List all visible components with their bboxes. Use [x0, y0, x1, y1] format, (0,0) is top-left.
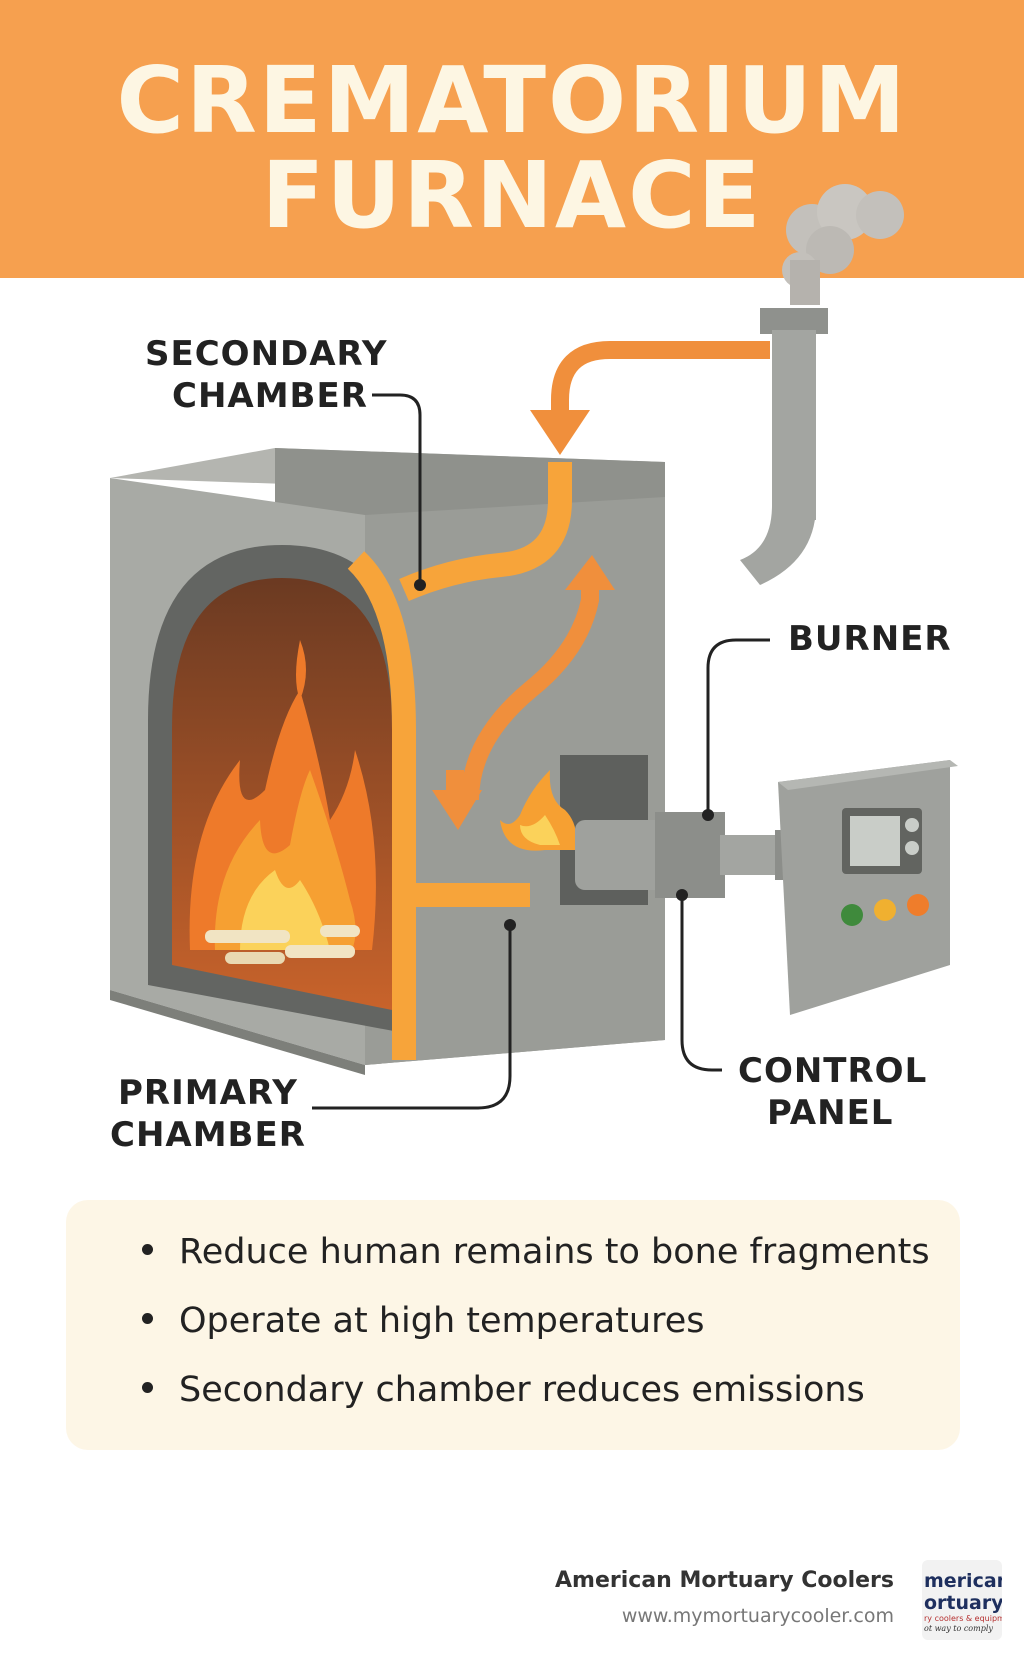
label-control-2: PANEL [767, 1093, 894, 1133]
label-primary-1: PRIMARY [118, 1073, 298, 1113]
flow-channel [347, 462, 572, 1060]
footer-url: www.mymortuarycooler.com [621, 1605, 894, 1627]
bone-fragments [205, 925, 360, 964]
label-primary-2: CHAMBER [110, 1115, 306, 1155]
info-box: Reduce human remains to bone fragments O… [66, 1200, 960, 1450]
label-secondary-2: CHAMBER [172, 376, 368, 416]
control-panel [778, 760, 958, 1015]
company-logo: merican ortuary ry coolers & equipment o… [922, 1560, 1002, 1640]
flow-arrows [446, 341, 770, 801]
label-burner: BURNER [788, 619, 952, 659]
bullet-dot [142, 1312, 153, 1324]
bullet-dot [142, 1243, 153, 1255]
title-line-1: CREMATORIUM [116, 47, 908, 154]
label-control-1: CONTROL [738, 1051, 928, 1091]
bullet-item: Operate at high temperatures [142, 1301, 704, 1341]
title-line-2: FURNACE [261, 142, 763, 249]
flow-arrowheads [432, 410, 615, 830]
bullet-item: Reduce human remains to bone fragments [142, 1232, 930, 1272]
chimney [740, 308, 828, 585]
leader-lines [312, 393, 770, 1110]
label-secondary-1: SECONDARY [145, 334, 388, 374]
footer-company-name: American Mortuary Coolers [555, 1568, 894, 1593]
leader-dots [414, 579, 714, 931]
bullet-dot [142, 1381, 153, 1393]
bullet-item: Secondary chamber reduces emissions [142, 1370, 865, 1410]
smoke [782, 184, 904, 305]
